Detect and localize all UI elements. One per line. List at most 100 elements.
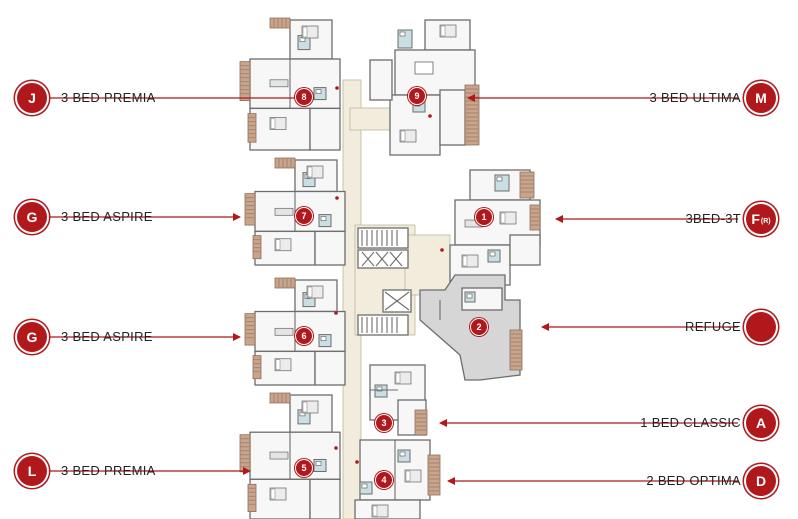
unit-number-9: 9: [408, 87, 426, 105]
sofa-furniture: [274, 207, 294, 216]
unit-type-badge-aspire-6: G: [17, 322, 47, 352]
room-outline: [309, 107, 341, 151]
fixture: [320, 216, 327, 221]
fixture: [489, 251, 496, 257]
badge-letter: A: [755, 415, 767, 431]
corridor-branch: [349, 107, 391, 131]
unit-type-badge-optima-4: D: [746, 466, 776, 496]
pillow: [307, 286, 313, 298]
unit-type-badge-premia-8: J: [17, 83, 47, 113]
unit-type-badge-premia-5: L: [17, 456, 47, 486]
room-outline: [309, 478, 341, 519]
entry-dot: [428, 114, 432, 118]
balcony: [274, 157, 296, 169]
pillow: [270, 488, 276, 500]
fixture: [376, 386, 383, 392]
balcony: [274, 277, 296, 289]
entry-dot: [335, 196, 339, 200]
balcony: [269, 392, 291, 404]
unit-number-8: 8: [295, 88, 313, 106]
fixture: [361, 483, 368, 489]
unit-number-4: 4: [375, 471, 393, 489]
unit-type-label: REFUGE: [685, 319, 741, 334]
room-outline: [439, 89, 466, 146]
balcony: [464, 84, 480, 146]
interior-wall: [375, 251, 389, 267]
fixture: [399, 451, 406, 457]
fixture: [315, 461, 322, 466]
unit-type-label: 3 BED ASPIRE: [61, 209, 153, 224]
unit-number-5: 5: [295, 459, 313, 477]
badge-letter: J: [28, 90, 36, 106]
unit-type-label: 3BED-3T: [685, 211, 741, 226]
unit-type-badge-3bed3t-1: F(R): [746, 204, 776, 234]
badge-letter: F: [751, 211, 760, 227]
unit-type-badge-refuge-2: [746, 312, 776, 342]
balcony: [269, 17, 291, 29]
entry-dot: [334, 311, 338, 315]
fixture: [315, 89, 322, 94]
sofa-furniture: [269, 79, 289, 88]
unit-type-label: 3 BED ASPIRE: [61, 329, 153, 344]
pillow: [395, 372, 401, 384]
unit-number-2: 2: [470, 318, 488, 336]
leader-lines: [50, 86, 738, 485]
balcony: [247, 113, 257, 143]
unit-type-badge-ultima-9: M: [746, 83, 776, 113]
corridor-east: [404, 234, 451, 296]
badge-letter: L: [27, 463, 37, 479]
apartment-unit: [239, 392, 341, 519]
pillow: [270, 118, 276, 129]
unit-number-7: 7: [295, 207, 313, 225]
pillow: [275, 239, 281, 250]
room-outline: [314, 230, 346, 266]
unit-type-label: 2 BED OPTIMA: [646, 473, 741, 488]
sofa-furniture: [274, 327, 294, 336]
interior-wall: [361, 251, 375, 267]
apartment-unit: [239, 17, 341, 151]
room-outline: [249, 431, 341, 480]
fixture: [466, 293, 473, 299]
unit-number-1: 1: [475, 208, 493, 226]
unit-type-badge-aspire-7: G: [17, 202, 47, 232]
interior-wall: [384, 291, 410, 311]
interior-wall: [389, 251, 403, 267]
apartment-unit: [354, 439, 441, 519]
unit-number-3: 3: [375, 414, 393, 432]
badge-letter: G: [26, 329, 38, 345]
pillow: [302, 401, 308, 413]
unit-type-label: 1 BED CLASSIC: [640, 415, 741, 430]
badge-subscript: (R): [760, 218, 771, 225]
pillow: [307, 166, 313, 178]
dining-table: [414, 61, 434, 75]
entry-dot: [355, 460, 359, 464]
unit-type-label: 3 BED PREMIA: [61, 463, 156, 478]
pillow: [440, 25, 446, 37]
room-outline: [509, 234, 541, 266]
corridor-layer: [342, 79, 451, 519]
pillow: [400, 130, 406, 142]
apartment-unit: [369, 19, 480, 156]
entry-dot: [440, 248, 444, 252]
room-outline: [369, 59, 393, 101]
fixture: [399, 31, 406, 37]
unit-type-label: 3 BED PREMIA: [61, 90, 156, 105]
fixture: [496, 176, 503, 182]
badge-letter: D: [755, 473, 767, 489]
apartment-unit: [244, 157, 346, 266]
badge-letter: M: [755, 90, 767, 106]
pillow: [500, 212, 506, 224]
apartment-unit: [369, 364, 428, 436]
pillow: [372, 505, 378, 517]
apartment-unit: [449, 169, 541, 286]
pillow: [275, 359, 281, 370]
fixture: [320, 336, 327, 341]
unit-type-label: 3 BED ULTIMA: [649, 90, 741, 105]
unit-type-badge-classic-3: A: [746, 408, 776, 438]
room-outline: [314, 350, 346, 386]
room-outline: [394, 49, 476, 96]
unit-number-6: 6: [295, 327, 313, 345]
room-outline: [357, 249, 409, 269]
